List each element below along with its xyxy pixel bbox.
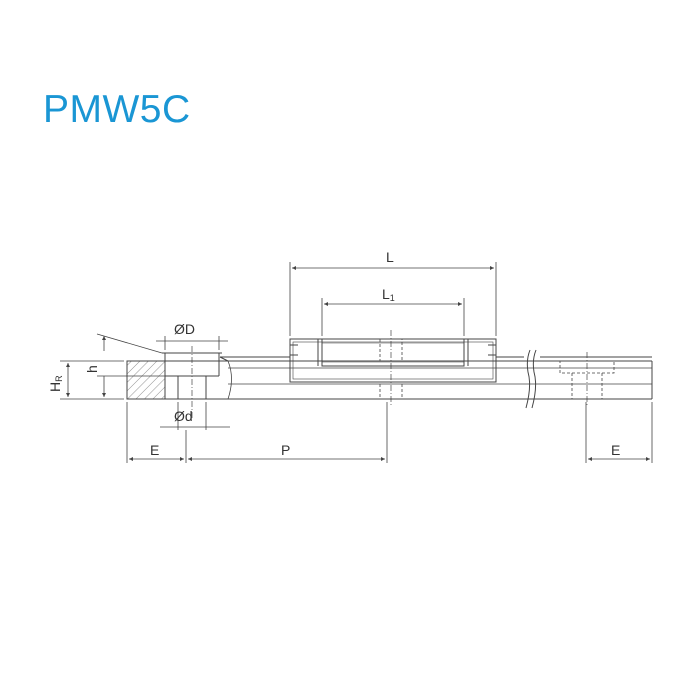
counterbore-hole-left [162, 346, 222, 420]
counterbore-hole-right [559, 352, 615, 406]
label-D-diameter: ØD [174, 321, 195, 337]
page-title: PMW5C [43, 88, 191, 131]
dimension-lines [60, 262, 653, 463]
label-d-diameter: Ød [174, 408, 193, 424]
label-h: h [84, 365, 100, 373]
label-HR: HR [47, 375, 64, 392]
label-L: L [386, 249, 394, 265]
dimension-labels: L L1 ØD Ød HR h E P E [47, 249, 620, 458]
carriage-block [289, 330, 497, 406]
label-E-right: E [611, 442, 620, 458]
label-L1: L1 [382, 286, 395, 303]
label-E-left: E [150, 442, 159, 458]
label-P: P [281, 442, 290, 458]
section-hatch [126, 360, 166, 400]
break-lines [525, 349, 537, 409]
